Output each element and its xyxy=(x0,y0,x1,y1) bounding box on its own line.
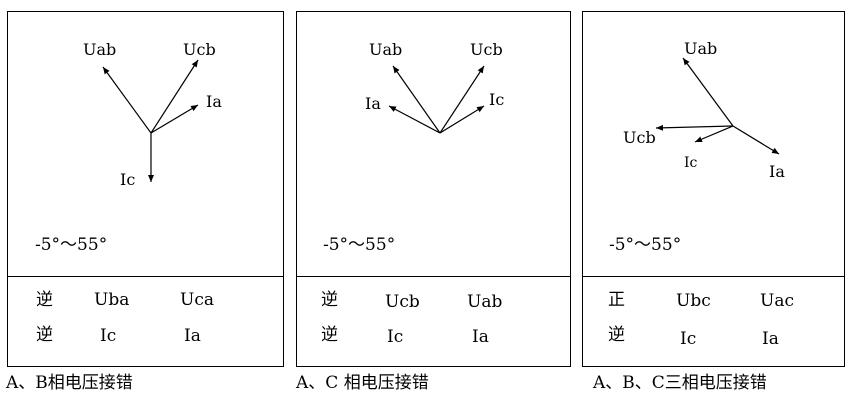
row-2-value-b: Ia xyxy=(184,326,201,346)
phasor-panel-1: Uab Ucb Ia Ic -5°～55° 逆 Uba Uca 逆 Ic Ia xyxy=(7,11,284,367)
vector-label: Ic xyxy=(120,170,136,189)
vector-label: Uab xyxy=(369,40,403,59)
row-1-value-b: Uac xyxy=(760,291,794,311)
phasor-diagram-1 xyxy=(102,59,199,182)
row-2-value-a: Ic xyxy=(100,326,117,346)
row-1-direction: 逆 xyxy=(321,290,338,310)
vector-ia xyxy=(388,105,441,134)
row-2-direction: 逆 xyxy=(608,325,625,345)
row-1-value-a: Ucb xyxy=(385,292,420,312)
vector-uab xyxy=(682,57,734,127)
row-2-value-a: Ic xyxy=(387,327,404,347)
caption-2: A、C 相电压接错 xyxy=(296,373,429,393)
vector-ia xyxy=(732,125,780,155)
vector-label: Ia xyxy=(769,162,785,181)
row-1-direction: 逆 xyxy=(36,290,53,310)
vector-uab xyxy=(392,65,441,134)
vector-label: Ia xyxy=(206,92,222,111)
vector-label: Ucb xyxy=(183,40,216,59)
angle-range: -5°～55° xyxy=(323,235,396,255)
row-1-direction: 正 xyxy=(608,290,625,310)
divider xyxy=(8,276,283,277)
row-2-value-b: Ia xyxy=(472,327,489,347)
caption-3: A、B、C三相电压接错 xyxy=(593,373,767,393)
vector-label: Ic xyxy=(684,155,698,171)
phasor-diagram-2 xyxy=(388,65,485,134)
vector-ucb xyxy=(655,124,734,131)
row-2-direction: 逆 xyxy=(321,325,338,345)
phasor-diagram-3 xyxy=(655,57,780,155)
divider xyxy=(297,276,570,277)
row-2-direction: 逆 xyxy=(36,325,53,345)
vector-ic xyxy=(694,125,734,143)
phasor-panel-3: Uab Ucb Ic Ia -5°～55° 正 Ubc Uac 逆 Ic Ia xyxy=(582,11,845,367)
vector-ucb xyxy=(439,65,485,134)
vector-label: Uab xyxy=(83,40,117,59)
vector-label: Uab xyxy=(684,39,718,58)
row-2-value-b: Ia xyxy=(762,329,779,349)
angle-range: -5°～55° xyxy=(609,235,682,255)
vector-uab xyxy=(102,66,152,134)
row-1-value-a: Uba xyxy=(94,290,130,310)
caption-1: A、B相电压接错 xyxy=(6,373,133,393)
row-1-value-b: Uab xyxy=(467,292,503,312)
vector-ic xyxy=(439,105,485,134)
vector-ucb xyxy=(150,59,199,134)
row-2-value-a: Ic xyxy=(680,329,697,349)
vector-label: Ucb xyxy=(470,40,503,59)
divider xyxy=(583,276,844,277)
phasor-panel-2: Uab Ucb Ia Ic -5°～55° 逆 Ucb Uab 逆 Ic Ia xyxy=(296,11,571,367)
row-1-value-b: Uca xyxy=(180,290,214,310)
vector-ia xyxy=(150,104,199,134)
vector-label: Ic xyxy=(489,90,505,109)
vector-label: Ucb xyxy=(623,128,656,147)
angle-range: -5°～55° xyxy=(35,235,108,255)
row-1-value-a: Ubc xyxy=(676,291,711,311)
vector-label: Ia xyxy=(365,94,381,113)
